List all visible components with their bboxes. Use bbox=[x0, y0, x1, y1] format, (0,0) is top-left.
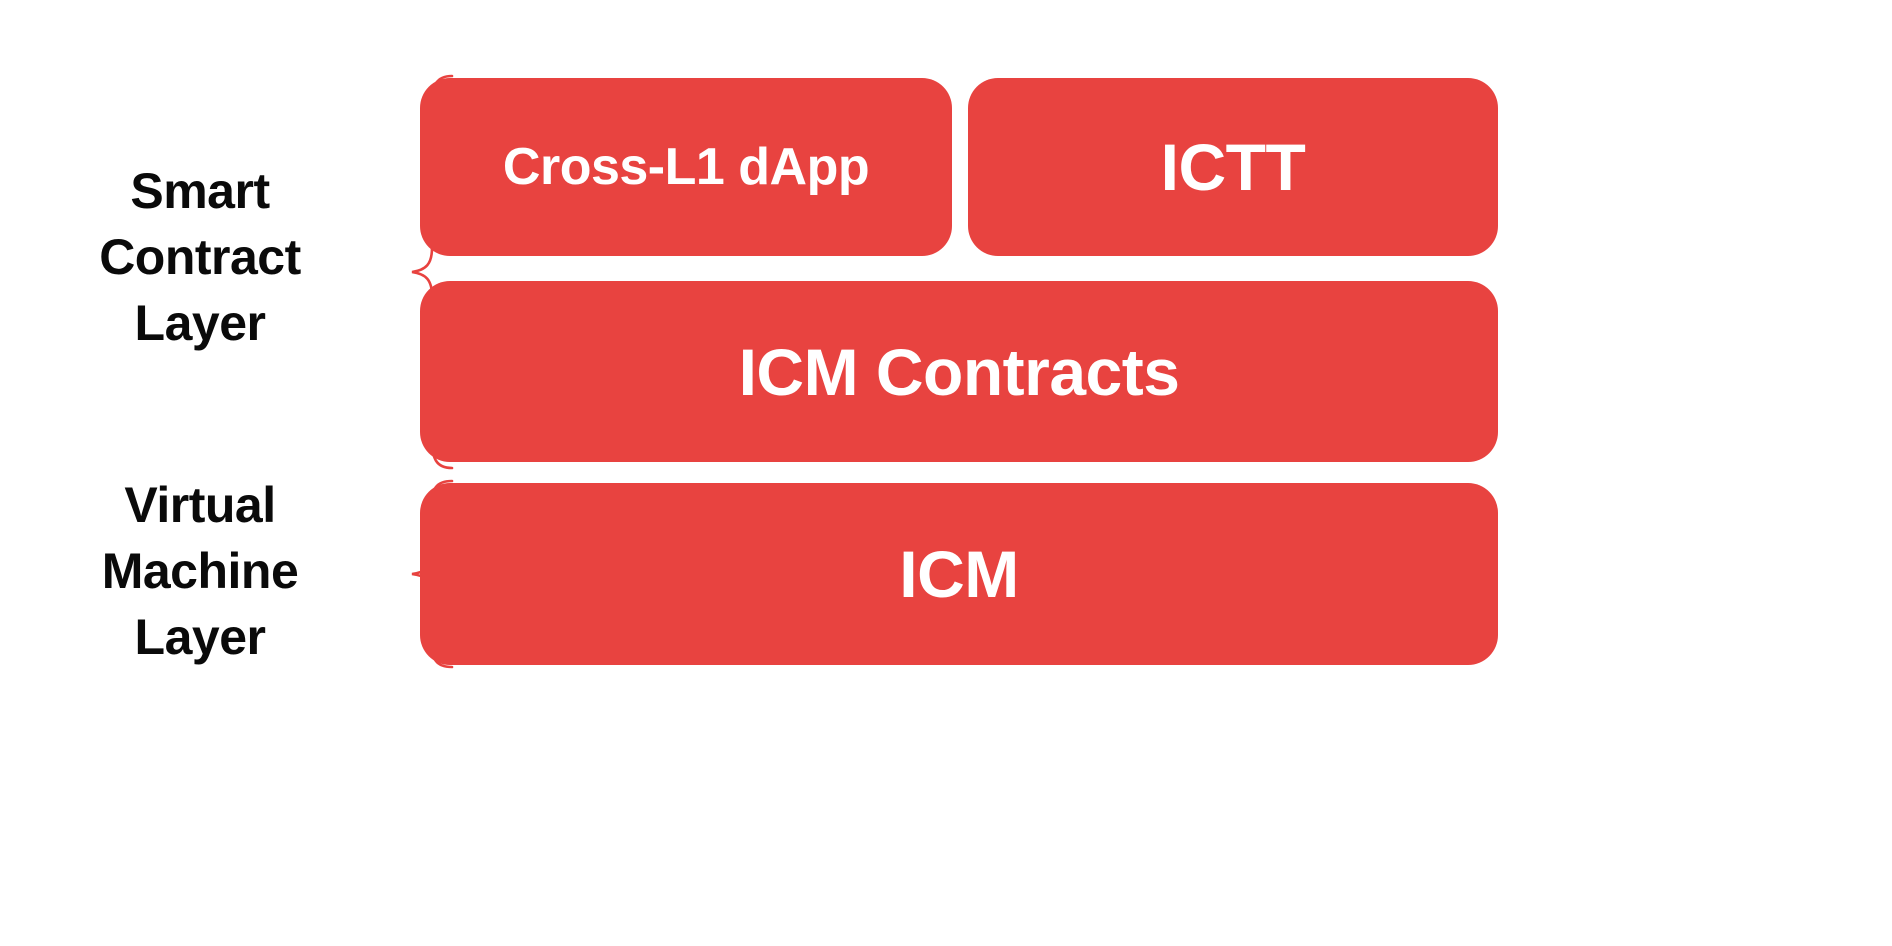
layer-label-virtual-machine: Virtual Machine Layer bbox=[101, 477, 299, 665]
layer-label-smart-contract: Smart Contract Layer bbox=[99, 163, 301, 351]
block-ictt[interactable]: ICTT bbox=[968, 78, 1498, 256]
block-cross-l1-dapp[interactable]: Cross-L1 dApp bbox=[420, 78, 952, 256]
block-label-cross-l1-dapp: Cross-L1 dApp bbox=[502, 138, 870, 196]
block-label-icm: ICM bbox=[899, 537, 1019, 611]
block-icm[interactable]: ICM bbox=[420, 483, 1498, 665]
block-label-icm-contracts: ICM Contracts bbox=[738, 334, 1180, 409]
block-icm-contracts[interactable]: ICM Contracts bbox=[420, 281, 1498, 462]
block-label-ictt: ICTT bbox=[1160, 130, 1306, 204]
